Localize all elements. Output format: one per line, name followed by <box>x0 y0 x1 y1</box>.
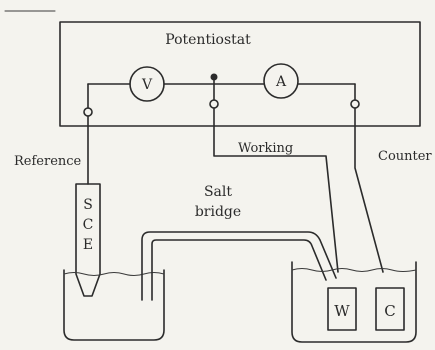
ammeter-symbol: A <box>275 74 287 90</box>
working-terminal <box>209 99 219 109</box>
right-solution-surface <box>291 267 417 273</box>
working-label: Working <box>238 141 293 156</box>
sce-electrode <box>75 183 101 297</box>
counter-electrode-letter: C <box>384 302 395 320</box>
reference-label: Reference <box>14 154 82 169</box>
counter-electrode <box>375 287 405 331</box>
reference-terminal <box>83 107 93 117</box>
ammeter-circle <box>263 63 299 99</box>
left-beaker <box>63 269 165 341</box>
counter-lead <box>354 107 384 273</box>
potentiostat-title: Potentiostat <box>165 32 251 48</box>
salt-bridge-label-line1: Salt <box>204 184 232 200</box>
salt-bridge-label-line2: bridge <box>195 204 241 220</box>
sce-letter-e: E <box>83 237 93 253</box>
sce-letter-s: S <box>83 197 93 213</box>
counter-terminal <box>350 99 360 109</box>
voltmeter-circle <box>129 66 165 102</box>
working-electrode <box>327 287 357 331</box>
sce-letter-c: C <box>83 217 94 233</box>
working-lead <box>213 107 339 273</box>
salt-bridge-inner <box>151 239 327 301</box>
right-beaker <box>291 261 417 343</box>
counter-label: Counter <box>378 149 432 164</box>
working-electrode-letter: W <box>334 302 350 320</box>
voltmeter-symbol: V <box>141 77 153 93</box>
potentiostat-box <box>59 21 421 127</box>
left-solution-surface <box>63 271 165 277</box>
salt-bridge-outer <box>141 231 337 301</box>
